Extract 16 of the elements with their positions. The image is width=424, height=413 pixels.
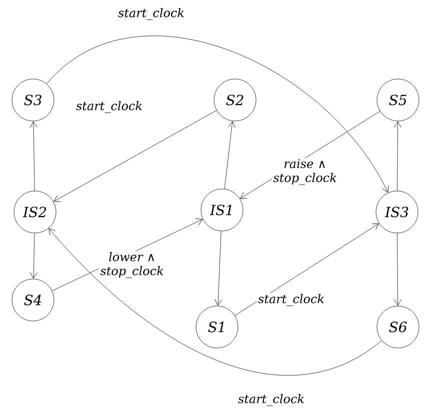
arrow: [394, 121, 402, 191]
arrow: [214, 230, 222, 306]
arrow: [46, 36, 389, 193]
arrow: [48, 228, 382, 376]
arrow: [224, 121, 236, 190]
edge-label: raise ∧ stop_clock: [272, 158, 338, 186]
arrow: [54, 110, 217, 202]
arrow: [30, 121, 38, 191]
arrow: [394, 233, 402, 306]
edge-label: start_clock: [75, 100, 142, 114]
arrow: [234, 223, 379, 316]
edge-label: start_clock: [257, 293, 324, 307]
edge-label: start_clock: [237, 393, 304, 407]
arrow: [30, 232, 38, 279]
edge-label: lower ∧ stop_clock: [99, 251, 165, 279]
edge-label: start_clock: [117, 7, 184, 21]
